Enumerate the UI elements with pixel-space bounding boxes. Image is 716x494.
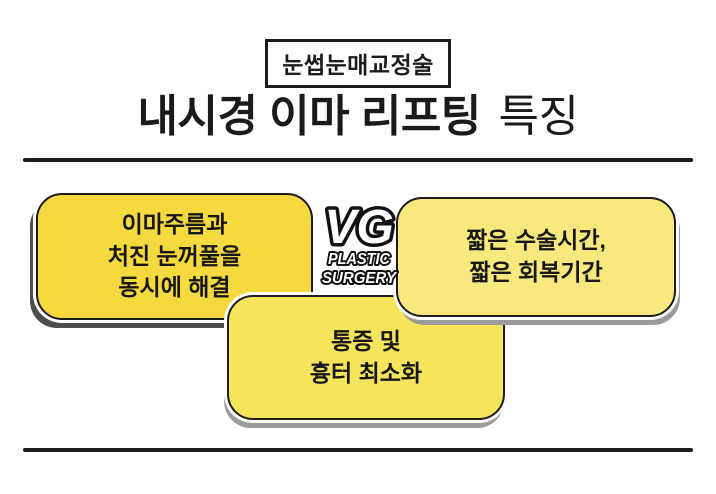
vg-logo-graphic: VG PLASTIC SURGERY <box>320 201 399 289</box>
top-divider <box>23 158 693 162</box>
bottom-divider <box>23 448 693 452</box>
page-title: 내시경 이마 리프팅 특징 <box>0 80 716 144</box>
vg-logo-plastic-label: PLASTIC <box>328 251 390 268</box>
vg-logo-monogram: VG <box>324 201 393 254</box>
procedure-badge: 눈썹눈매교정술 <box>265 39 451 88</box>
vg-logo-surgery-label: SURGERY <box>322 270 397 287</box>
badge-container: 눈썹눈매교정술 <box>0 39 716 88</box>
page-title-suffix: 특징 <box>498 92 579 141</box>
page-title-main: 내시경 이마 리프팅 <box>137 92 482 141</box>
vg-clinic-logo: VG PLASTIC SURGERY <box>314 201 404 295</box>
card-short-surgery: 짧은 수술시간, 짧은 회복기간 <box>396 197 676 317</box>
